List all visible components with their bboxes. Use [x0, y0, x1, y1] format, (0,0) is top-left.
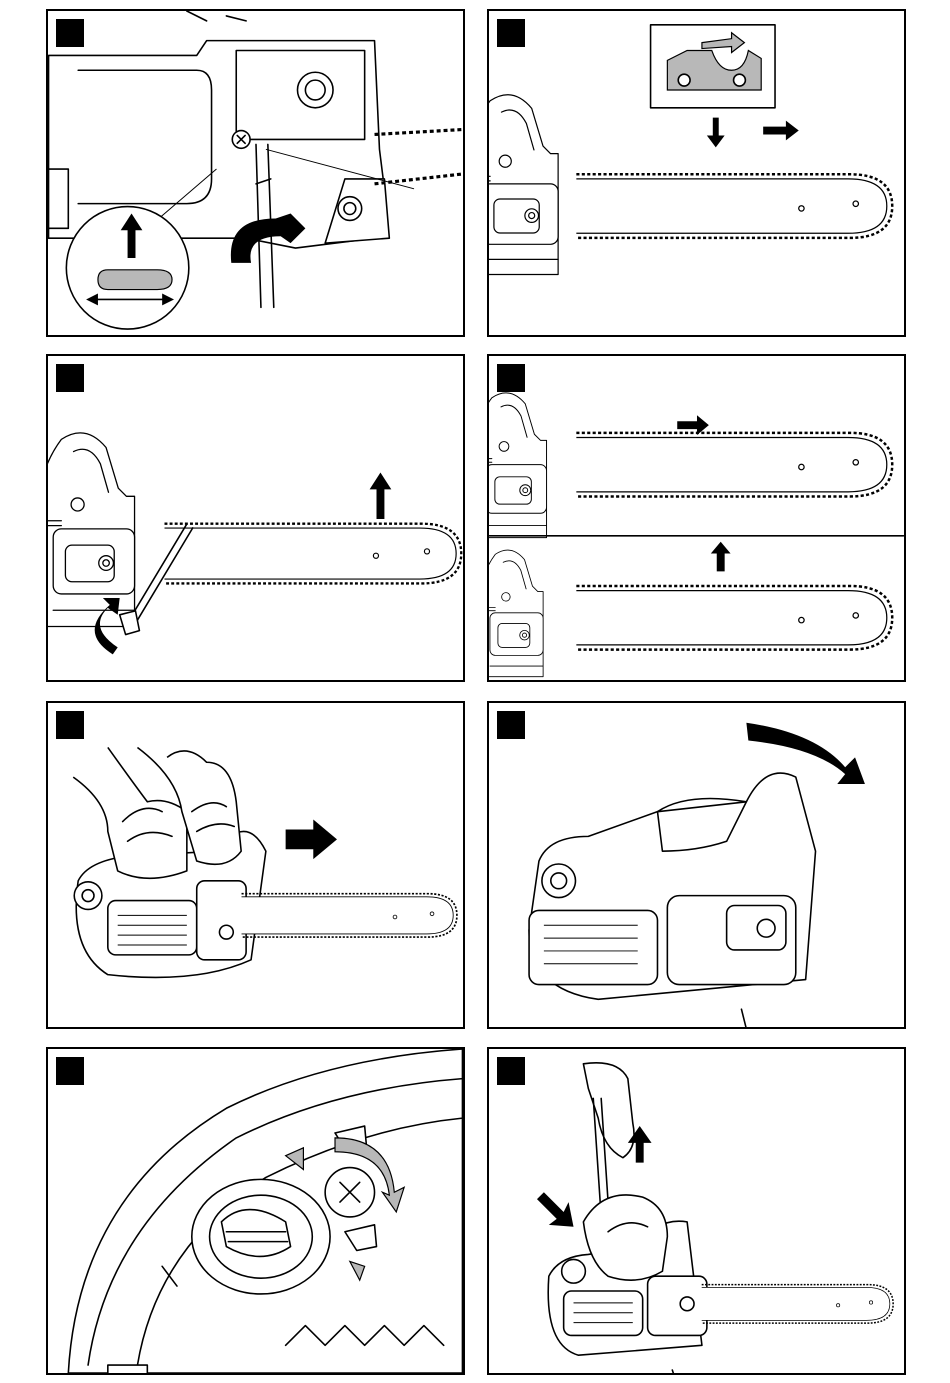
panel-7-illustration: [48, 1049, 463, 1373]
panel-6: [487, 701, 906, 1029]
panel-7: [46, 1047, 465, 1375]
up-arrow-icon: [711, 542, 731, 572]
panel-6-illustration: [489, 703, 904, 1027]
panel-5-illustration: [48, 703, 463, 1027]
panel-3: [46, 354, 465, 682]
down-arrow-icon: [707, 118, 725, 148]
panel-8-illustration: [489, 1049, 904, 1373]
gloved-hands: [583, 1063, 634, 1158]
panel-3-illustration: [48, 356, 463, 680]
right-arrow-icon: [286, 820, 337, 860]
panel-4-illustration: [489, 356, 904, 680]
curved-arrow-icon: [746, 723, 865, 784]
panel-1-illustration: [48, 11, 463, 335]
panel-5: [46, 701, 465, 1029]
panel-8: [487, 1047, 906, 1375]
right-arrow-icon: [763, 121, 799, 141]
down-arrow-icon: [537, 1192, 574, 1227]
panel-4: [487, 354, 906, 682]
up-arrow-icon: [370, 473, 392, 519]
panel-1: [46, 9, 465, 337]
panel-2: [487, 9, 906, 337]
panel-2-illustration: [489, 11, 904, 335]
